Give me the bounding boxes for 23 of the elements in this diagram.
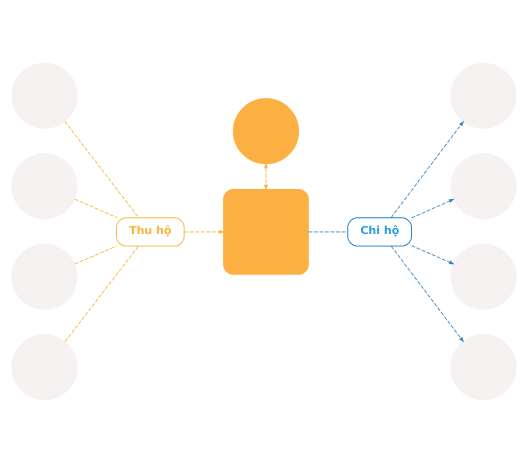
connector bbox=[74, 198, 118, 218]
node-circle bbox=[450, 62, 517, 129]
connector bbox=[64, 120, 140, 218]
connector bbox=[74, 246, 117, 264]
node-circle bbox=[11, 244, 78, 310]
arrow bbox=[411, 198, 455, 218]
arrow bbox=[411, 245, 455, 264]
connector bbox=[64, 246, 139, 342]
node-circle bbox=[450, 244, 517, 310]
arrow bbox=[264, 162, 268, 190]
node-circle bbox=[11, 334, 78, 400]
arrow bbox=[390, 246, 464, 342]
node-box: Thu hộ bbox=[116, 217, 185, 247]
node-circle bbox=[450, 153, 517, 220]
node-circle bbox=[11, 153, 78, 220]
node-circle bbox=[232, 98, 299, 164]
connector bbox=[308, 231, 348, 232]
node-box bbox=[223, 189, 309, 275]
node-circle bbox=[450, 334, 517, 400]
node-circle bbox=[11, 62, 78, 129]
node-box: Chi hộ bbox=[347, 217, 412, 247]
arrow bbox=[390, 120, 464, 218]
arrow bbox=[184, 230, 225, 234]
